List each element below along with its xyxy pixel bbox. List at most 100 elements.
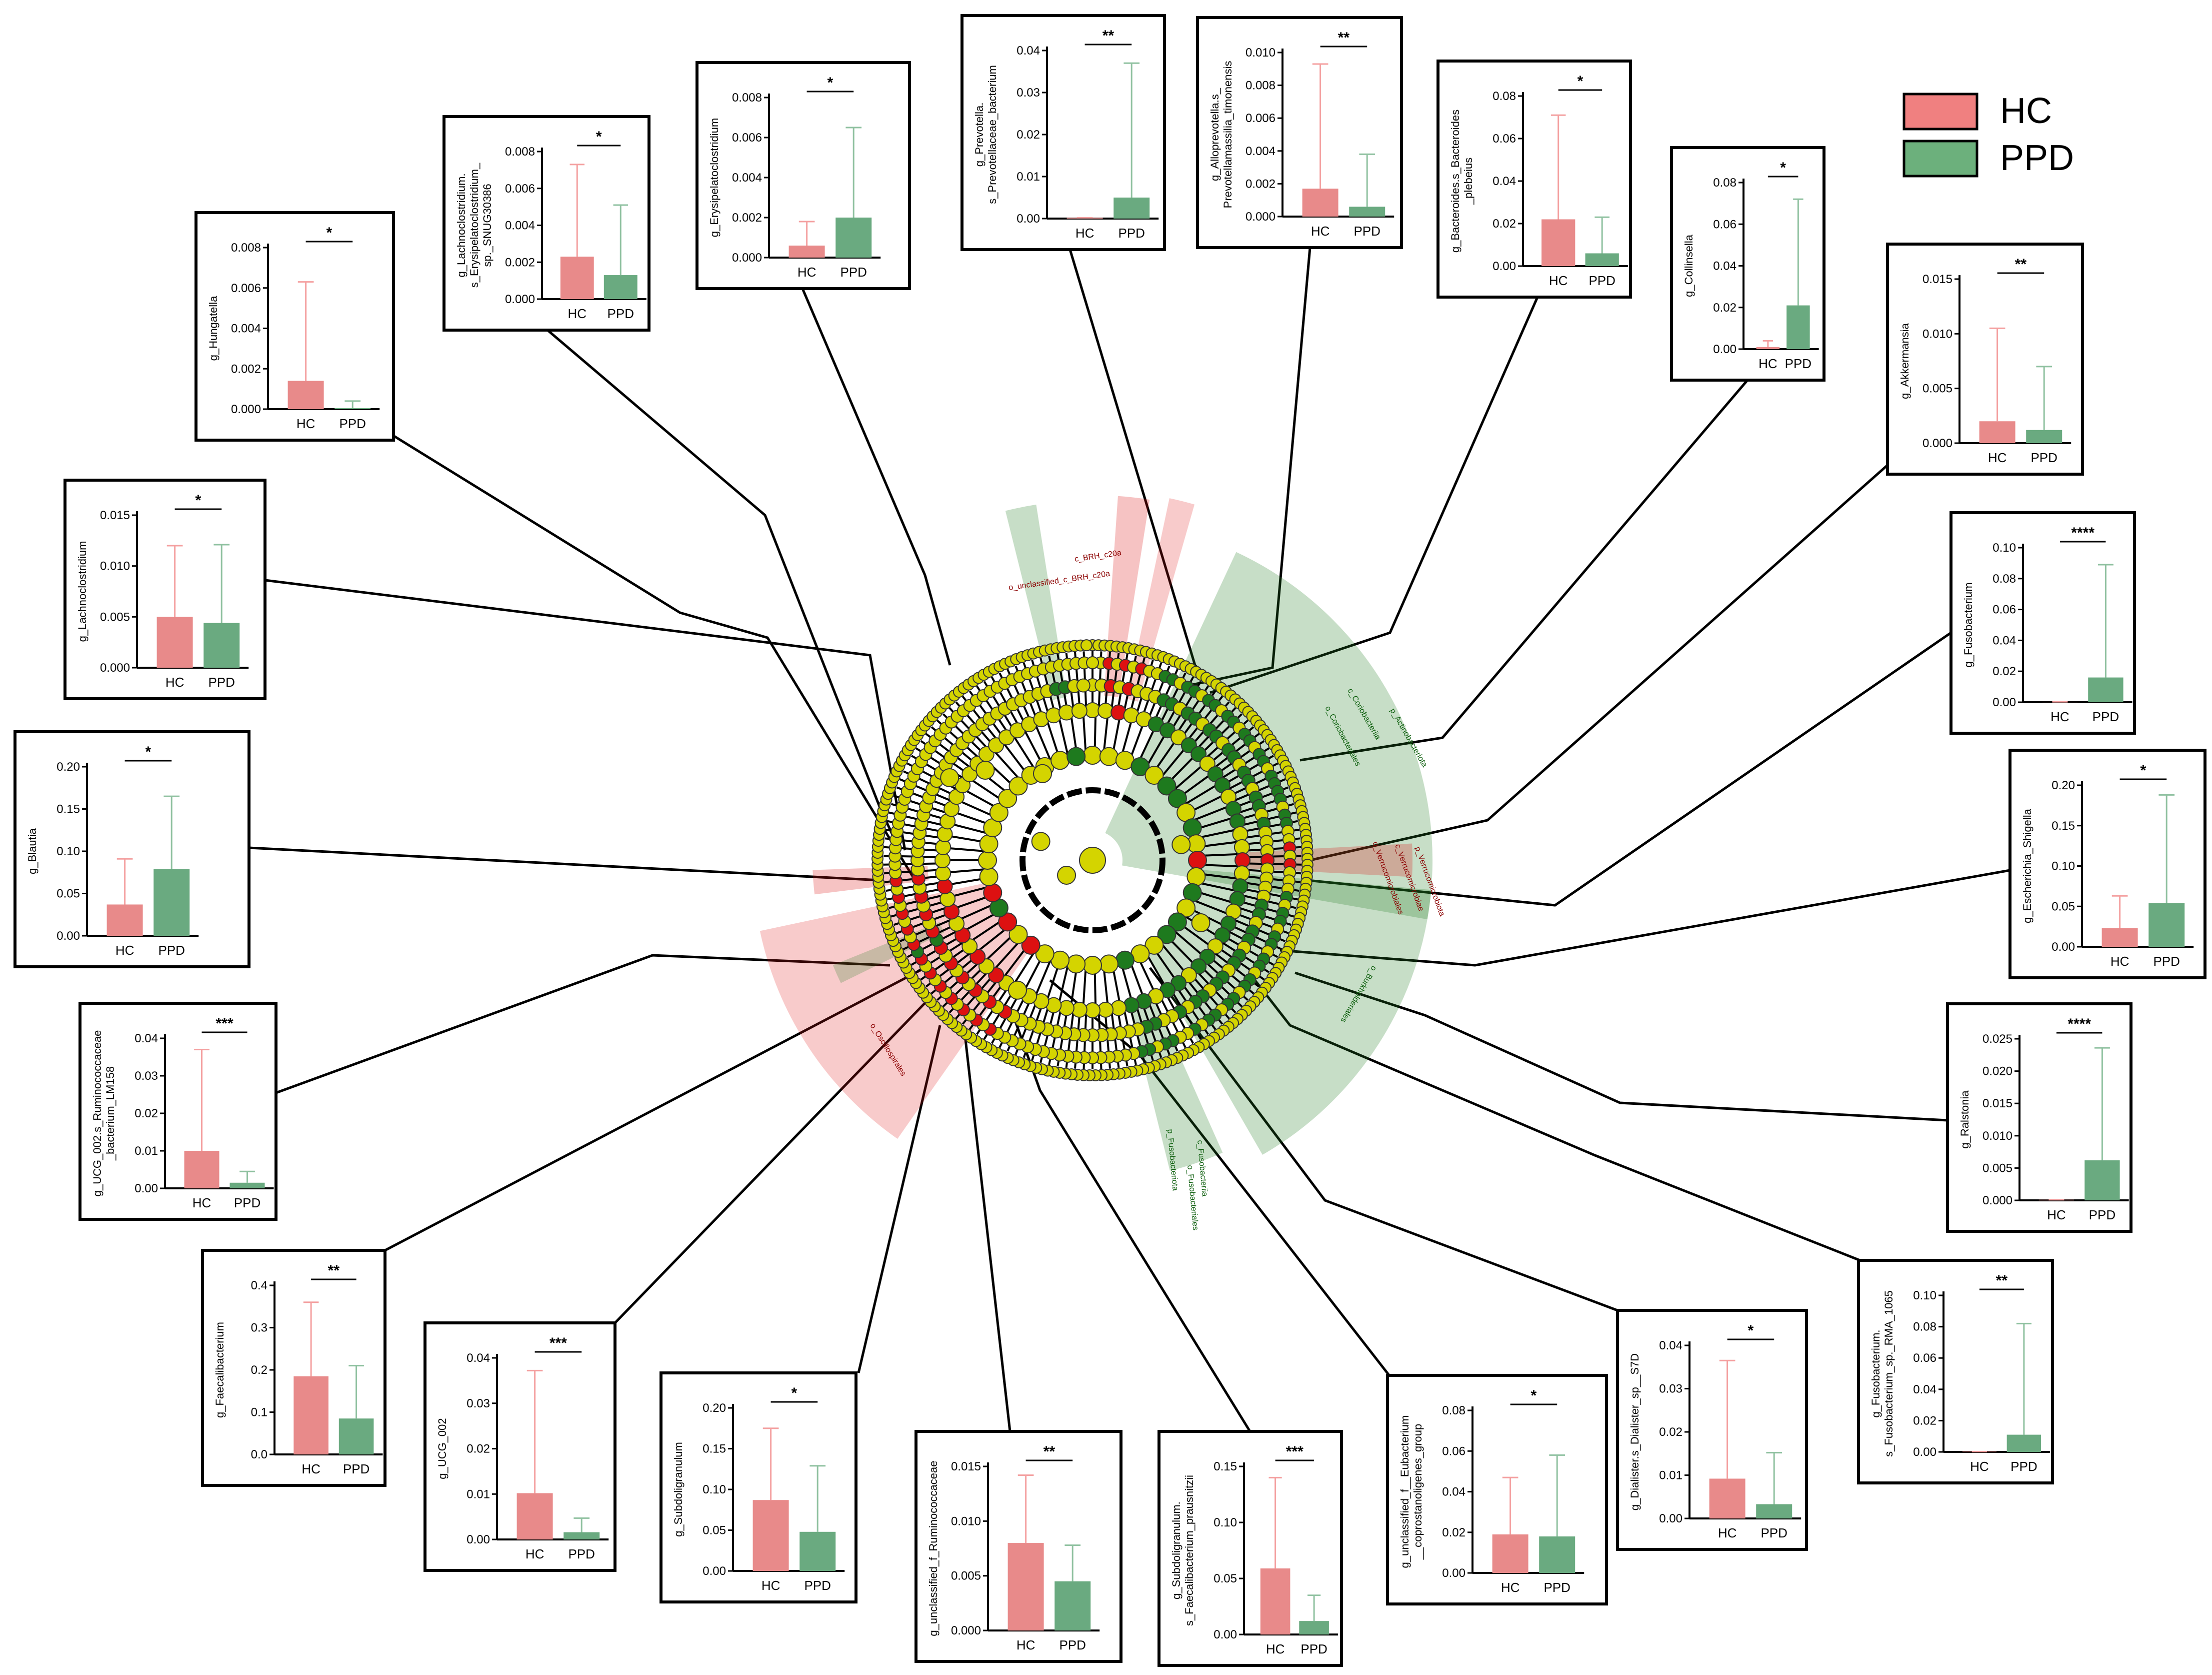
- y-tick-label: 0.10: [2052, 860, 2075, 873]
- x-tick-label: HC: [1970, 1459, 1989, 1474]
- y-tick-label: 0.000: [732, 251, 762, 265]
- branch-ring-1: [1020, 787, 1166, 933]
- y-tick-label: 0.10: [1214, 1516, 1237, 1529]
- connector-line-15: [384, 966, 926, 1252]
- y-axis-label-line: g_UCG_002: [436, 1418, 448, 1479]
- y-axis-label-line: s_Prevotellaceae_bacterium: [986, 65, 998, 204]
- tree-node: [1033, 764, 1052, 783]
- y-tick-label: 0.05: [2052, 900, 2075, 913]
- connector-line-4: [1068, 249, 1201, 671]
- bar-hc: [2102, 928, 2138, 947]
- y-axis-label-line: g_Erysipelatoclostridium: [708, 118, 720, 237]
- bar-hc: [106, 904, 143, 936]
- significance-marker: ***: [216, 1015, 233, 1032]
- x-tick-label: PPD: [1760, 1525, 1787, 1540]
- tree-node: [978, 851, 997, 870]
- y-axis-label-line: g_Fusobacterium.: [1870, 1329, 1882, 1417]
- y-tick-label: 0.02: [1992, 665, 2016, 678]
- connector-lines: [248, 247, 2010, 1432]
- y-axis-label-line: g_Blautia: [26, 828, 38, 874]
- y-axis-label: g_Lachnoclostridium: [76, 541, 88, 642]
- branch-line: [1182, 781, 1222, 807]
- y-axis-label: g_Fusobacterium.s_Fusobacterium_sp._RMA_…: [1870, 1290, 1895, 1457]
- y-tick-label: 0.000: [505, 293, 535, 306]
- y-tick-label: 0.20: [702, 1401, 726, 1415]
- x-tick-label: PPD: [339, 416, 366, 431]
- tree-node: [1050, 751, 1070, 770]
- y-axis-label: g_Lachnoclostridium.s_Erysipelatoclostri…: [455, 163, 494, 288]
- bar-hc: [752, 1500, 789, 1571]
- bar-ppd: [1756, 1504, 1792, 1518]
- significance-marker: *: [196, 492, 202, 509]
- significance-marker: **: [1044, 1443, 1056, 1460]
- connector-line-22: [1254, 979, 1860, 1262]
- significance-marker: **: [1102, 28, 1114, 44]
- bar-ppd: [2148, 903, 2185, 947]
- x-tick-label: PPD: [2010, 1459, 2037, 1474]
- y-tick-label: 0.08: [1442, 1404, 1466, 1417]
- y-tick-label: 0.000: [1982, 1194, 2012, 1207]
- branch-line: [1011, 733, 1038, 772]
- branch-line: [1057, 714, 1070, 759]
- bar-panel-19: g_Subdoligranulum.s_Faecalibacterium_pra…: [1158, 1430, 1343, 1667]
- bar-ppd: [564, 1532, 600, 1539]
- y-tick-label: 0.00: [1992, 696, 2016, 709]
- bar-hc: [184, 1151, 220, 1188]
- y-tick-label: 0.04: [134, 1032, 158, 1045]
- clade-label-bottom_3: o_Fusobacteriales: [1186, 1165, 1200, 1231]
- y-tick-label: 0.006: [505, 182, 535, 196]
- tree-node: [989, 803, 1008, 822]
- y-tick-label: 0.010: [1246, 46, 1276, 60]
- significance-marker: **: [2015, 256, 2027, 273]
- y-tick-label: 0.00: [1659, 1512, 1682, 1525]
- x-tick-label: PPD: [804, 1578, 830, 1593]
- y-tick-label: 0.00: [1214, 1628, 1237, 1641]
- y-axis-label-line: s_Fusobacterium_sp._RMA_1065: [1882, 1290, 1895, 1457]
- tree-node: [979, 867, 998, 886]
- tree-node: [1083, 746, 1102, 765]
- y-tick-label: 0.002: [231, 362, 261, 376]
- y-axis-label-line: sp._SNUG30386: [481, 184, 494, 267]
- y-tick-label: 0.06: [1992, 603, 2016, 617]
- x-tick-label: PPD: [343, 1461, 370, 1476]
- bar-hc: [788, 246, 825, 258]
- y-tick-label: 0.02: [1913, 1414, 1936, 1427]
- y-tick-label: 0.00: [466, 1533, 490, 1546]
- significance-marker: ***: [1286, 1443, 1304, 1460]
- legend-label-ppd: PPD: [2000, 138, 2074, 178]
- bar-ppd: [334, 408, 371, 409]
- y-tick-label: 0.00: [1492, 260, 1516, 273]
- significance-marker: *: [1780, 160, 1786, 176]
- x-tick-label: PPD: [2153, 954, 2180, 969]
- bar-ppd: [1299, 1621, 1329, 1634]
- significance-marker: **: [1338, 30, 1350, 46]
- y-tick-label: 0.06: [1713, 218, 1736, 231]
- y-axis-label-line: Prevotellamassilia_timonensis: [1222, 61, 1234, 209]
- x-tick-label: HC: [1076, 226, 1094, 241]
- connector-line-6: [1210, 296, 1539, 694]
- y-axis-label: g_Erysipelatoclostridium: [708, 118, 720, 237]
- y-tick-label: 0.06: [1913, 1351, 1936, 1365]
- tree-node: [1144, 766, 1164, 785]
- y-tick-label: 0.01: [1659, 1469, 1682, 1482]
- tree-node: [1182, 818, 1202, 838]
- connector-line-17: [857, 1025, 942, 1373]
- tree-node: [1172, 835, 1191, 854]
- branch-line: [1033, 956, 1053, 999]
- bar-hc: [1542, 219, 1576, 266]
- y-tick-label: 0.03: [1659, 1382, 1682, 1396]
- bar-hc: [156, 617, 193, 668]
- bar-ppd: [1539, 1536, 1576, 1573]
- significance-marker: *: [596, 129, 602, 145]
- cladogram-nodes: [872, 639, 1314, 1081]
- branch-line: [1190, 804, 1232, 823]
- y-axis-label-line: g_Fusobacterium: [1962, 583, 1974, 668]
- y-tick-label: 0.01: [1016, 170, 1040, 184]
- x-tick-label: HC: [296, 416, 316, 431]
- tree-node: [1035, 944, 1054, 964]
- y-tick-label: 0.10: [702, 1483, 726, 1496]
- y-axis-label: g_Subdoligranulum.s_Faecalibacterium_pra…: [1170, 1475, 1196, 1626]
- y-axis-label: g_Bacteroides.s_Bacteroides_plebeius: [1449, 110, 1474, 253]
- y-tick-label: 0.002: [732, 211, 762, 225]
